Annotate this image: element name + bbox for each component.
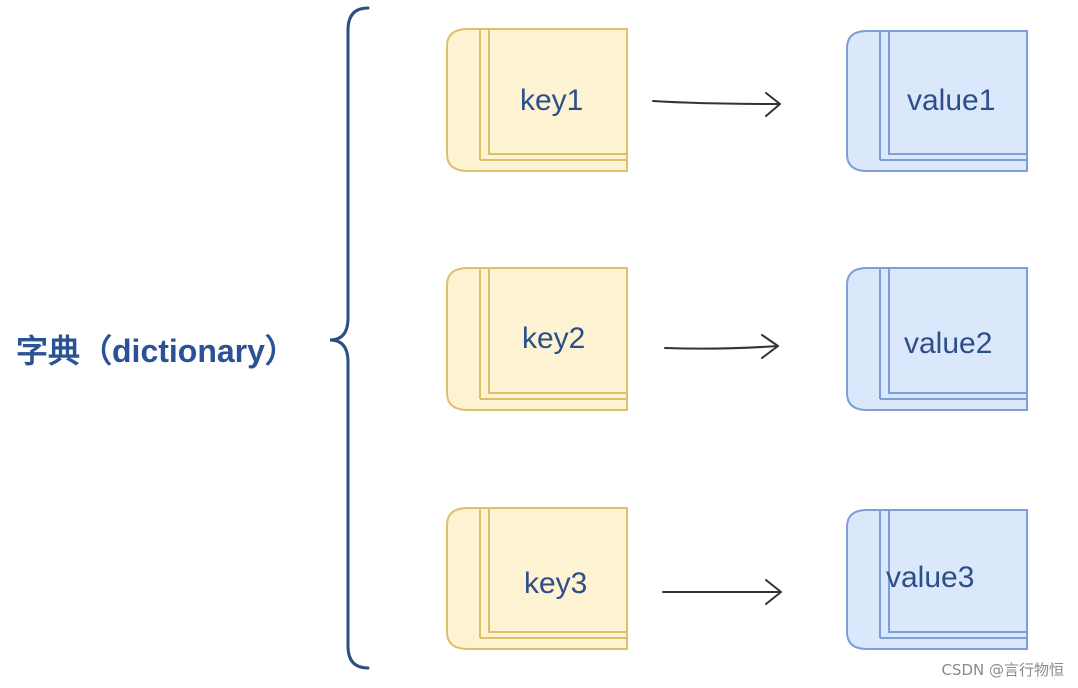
arrow (662, 579, 782, 605)
value-label: value1 (907, 84, 995, 117)
value-book: value2 (846, 267, 1028, 411)
arrow (652, 92, 781, 117)
key-label: key1 (520, 84, 583, 117)
pair-row: key2 value2 (446, 267, 1028, 411)
key-book: key1 (446, 28, 628, 172)
value-book: value3 (846, 509, 1028, 650)
pair-row: key3 value3 (446, 507, 1028, 650)
value-label: value2 (904, 327, 992, 360)
value-book: value1 (846, 30, 1028, 172)
key-book: key2 (446, 267, 628, 411)
pair-row: key1 value1 (446, 28, 1028, 172)
watermark: CSDN @言行物恒 (941, 661, 1064, 679)
dictionary-title: 字典（dictionary） (16, 333, 297, 369)
brace (329, 6, 370, 670)
key-label: key3 (524, 567, 587, 600)
key-book: key3 (446, 507, 628, 650)
key-label: key2 (522, 322, 585, 355)
arrow (664, 334, 779, 359)
value-label: value3 (886, 561, 974, 594)
